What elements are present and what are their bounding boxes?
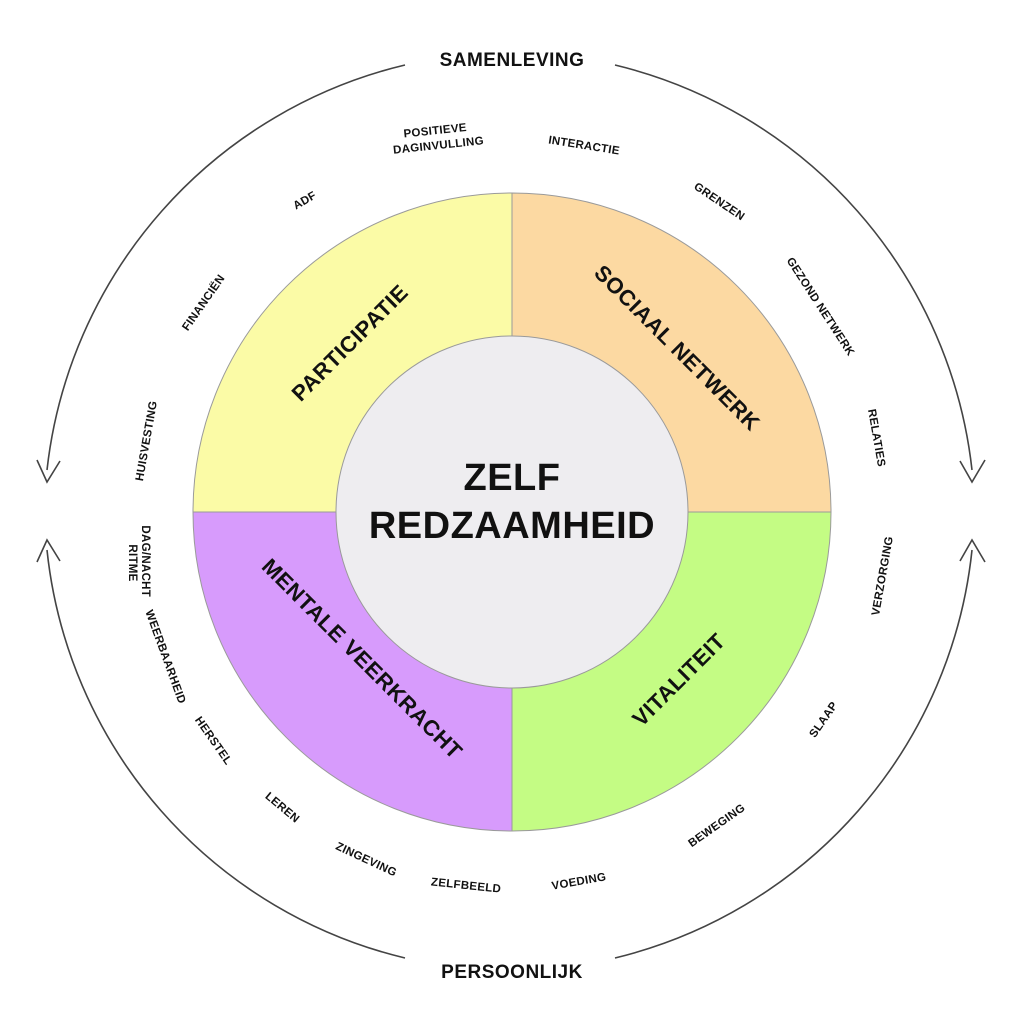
arrow-arc-bottom-right [614,549,973,959]
item-zelfbeeld: ZELFBEELD [430,876,501,895]
item-positieve-daginvulling: POSITIEVE DAGINVULLING [391,120,484,156]
arrow-head-bottom-left [36,538,61,563]
item-grenzen: GRENZEN [691,181,746,224]
cycle-arrows [36,64,986,959]
arrow-arc-top-right [614,64,973,471]
item-weerbaarheid: WEERBAARHEID [142,609,187,706]
center-title-line1: ZELF [464,457,561,499]
item-financien: FINANCIËN [180,272,228,333]
item-herstel: HERSTEL [192,715,234,768]
item-leren: LEREN [263,790,302,825]
center-circle [335,335,689,689]
top-label: SAMENLEVING [440,50,585,71]
item-interactie: INTERACTIE [547,134,620,157]
item-relaties: RELATIES [865,408,887,468]
item-dag-nacht-ritme-line2: RITME [126,544,138,581]
item-verzorging: VERZORGING [870,535,896,616]
item-beweging: BEWEGING [686,802,747,850]
item-slaap: SLAAP [808,700,841,740]
item-zingeving: ZINGEVING [334,841,399,880]
item-huisvesting: HUISVESTING [134,400,160,482]
item-adf: ADF [291,190,318,213]
item-dag-nacht-ritme-line1: DAG/NACHT [139,525,151,597]
arrow-head-top-left [36,459,61,484]
center-title-line2: REDZAAMHEID [369,505,655,547]
item-dag-nacht-ritme: DAG/NACHT RITME [126,525,151,600]
item-voeding: VOEDING [551,871,607,892]
item-gezond-netwerk: GEZOND NETWERK [784,256,857,359]
arrow-head-bottom-right [959,538,986,563]
bottom-label: PERSOONLIJK [441,962,583,983]
arrow-head-top-right [959,459,986,484]
arrow-arc-top-left [46,64,406,471]
arrow-arc-bottom-left [46,549,406,959]
